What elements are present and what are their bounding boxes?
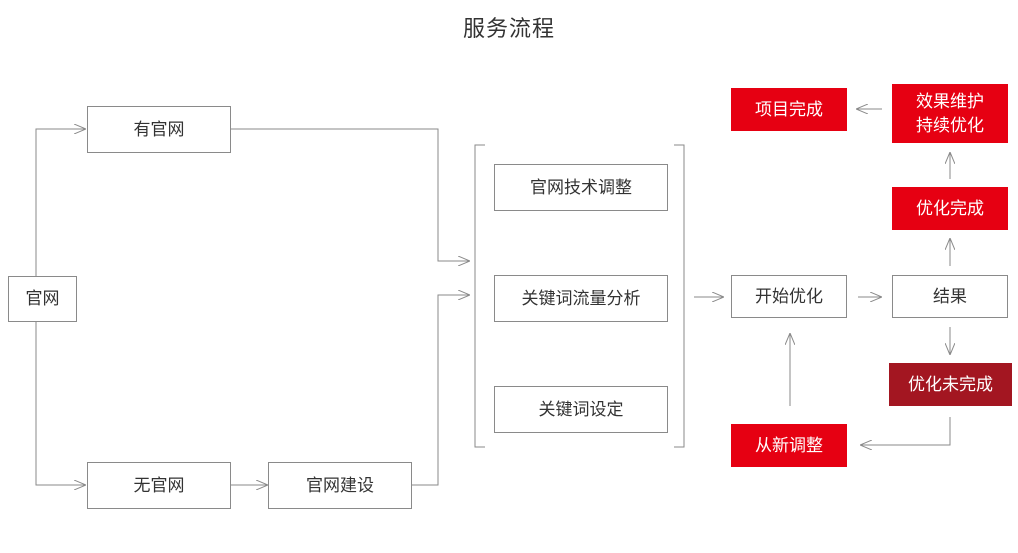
node-xiaoguo-weihu-line2: 持续优化 (916, 115, 984, 136)
node-kaishi-youhua: 开始优化 (731, 275, 847, 318)
connector-guanwang-to-you (35, 129, 86, 276)
connector-weiwancheng-to-xin (860, 417, 951, 445)
node-guanwang: 官网 (8, 276, 77, 322)
node-youhua-weiwancheng: 优化未完成 (889, 363, 1012, 406)
connector-jianshe-to-bracket (410, 295, 470, 486)
node-youhua-wancheng: 优化完成 (892, 187, 1008, 230)
group-bracket-left (474, 144, 485, 448)
node-xiaoguo-weihu: 效果维护 持续优化 (892, 84, 1008, 143)
node-wu-guanwang: 无官网 (87, 462, 231, 509)
node-guanwang-jianshe: 官网建设 (268, 462, 412, 509)
node-xiangmu-wancheng: 项目完成 (731, 88, 847, 131)
group-bracket-right (674, 144, 685, 448)
node-guanwang-jishu-tiaozheng: 官网技术调整 (494, 164, 668, 211)
node-cong-xin-tiaozheng: 从新调整 (731, 424, 847, 467)
node-jieguo: 结果 (892, 275, 1008, 318)
connector-guanwang-to-wu (35, 322, 86, 485)
node-guanjianci-liuliang-fenxi: 关键词流量分析 (494, 275, 668, 322)
connector-you-to-bracket (230, 128, 470, 261)
page-title: 服务流程 (462, 17, 555, 42)
node-guanjianci-sheding: 关键词设定 (494, 386, 668, 433)
node-you-guanwang: 有官网 (87, 106, 231, 153)
node-xiaoguo-weihu-line1: 效果维护 (916, 91, 984, 112)
